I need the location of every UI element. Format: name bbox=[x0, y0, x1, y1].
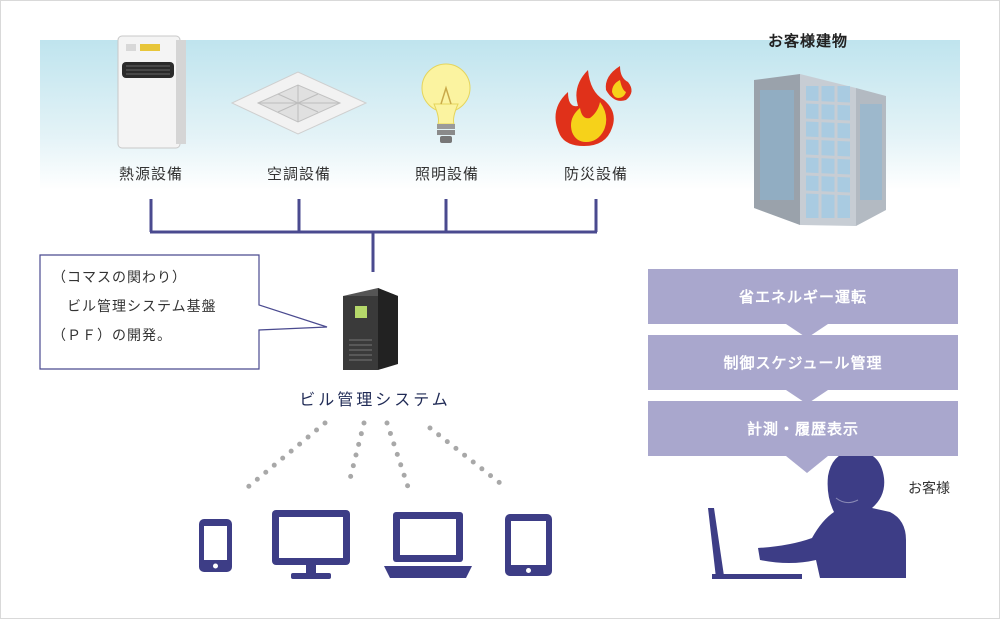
speech-bubble bbox=[39, 254, 328, 370]
office-building-icon bbox=[754, 74, 886, 226]
feature-measurement-history: 計測・履歴表示 bbox=[648, 401, 958, 456]
bubble-text: （コマスの関わり） ビル管理システム基盤 （ＰＦ）の開発。 bbox=[52, 264, 257, 351]
heat-source-unit-icon bbox=[117, 35, 186, 149]
light-bulb-icon bbox=[421, 63, 471, 143]
bubble-line-1: （コマスの関わり） bbox=[52, 270, 187, 286]
wireless-dotted-lines bbox=[245, 420, 508, 490]
server-tower-icon bbox=[343, 288, 398, 370]
fire-icon bbox=[555, 66, 632, 146]
equipment-connector-lines bbox=[149, 199, 598, 272]
tablet-icon bbox=[505, 514, 552, 576]
monitor-icon bbox=[272, 510, 350, 579]
building-title: お客様建物 bbox=[768, 32, 849, 50]
equipment-label-heat-source: 熱源設備 bbox=[118, 165, 184, 183]
equipment-label-disaster-prevention: 防災設備 bbox=[563, 165, 629, 183]
ceiling-air-conditioner-icon bbox=[230, 71, 368, 135]
laptop-icon bbox=[384, 512, 472, 578]
person-at-laptop-icon bbox=[708, 451, 906, 579]
customer-label: お客様 bbox=[908, 481, 950, 497]
bms-label: ビル管理システム bbox=[299, 390, 451, 409]
feature-energy-saving: 省エネルギー運転 bbox=[648, 269, 958, 324]
smartphone-icon bbox=[199, 519, 232, 572]
step-arrows bbox=[786, 324, 828, 473]
bubble-line-3: （ＰＦ）の開発。 bbox=[52, 328, 172, 344]
feature-schedule-control: 制御スケジュール管理 bbox=[648, 335, 958, 390]
bubble-line-2: ビル管理システム基盤 bbox=[52, 299, 217, 315]
equipment-label-lighting: 照明設備 bbox=[414, 165, 480, 183]
equipment-label-air-conditioning: 空調設備 bbox=[266, 165, 332, 183]
